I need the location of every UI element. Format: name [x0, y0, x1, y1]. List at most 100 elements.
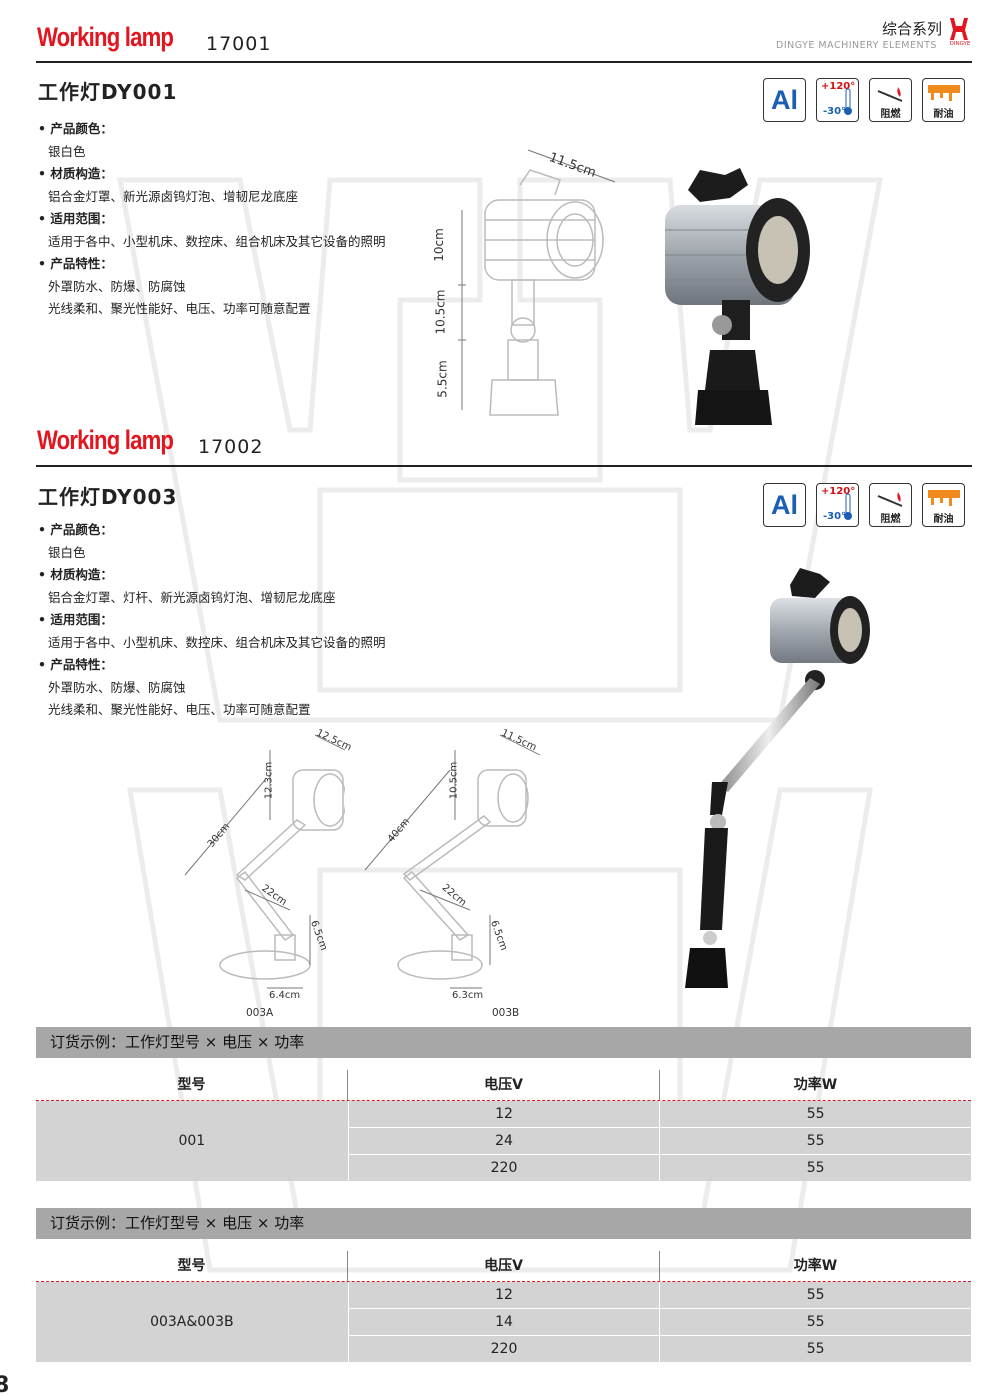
voltage-cell: 220: [347, 1155, 660, 1181]
voltage-cell: 12: [347, 1101, 660, 1127]
feature-badges-2: Al +120° -30° 阻燃 耐油: [763, 483, 965, 527]
temperature-badge: +120° -30°: [816, 78, 859, 122]
voltage-cell: 14: [347, 1309, 660, 1335]
power-cell: 55: [659, 1128, 971, 1154]
header-voltage: 电压V: [347, 1070, 659, 1100]
order-table-1: 型号 电压V 功率W 001 12 55 24 55 220 55: [36, 1070, 971, 1181]
spec-value: 外罩防水、防爆、防腐蚀: [48, 679, 186, 695]
spec-value: 银白色: [48, 544, 86, 560]
temp-high: +120°: [821, 486, 856, 497]
page-number: 8: [0, 1373, 10, 1398]
lamp-outline-icon: [458, 149, 616, 416]
spec-value: 铝合金灯罩、灯杆、新光源卤钨灯泡、增韧尼龙底座: [48, 589, 336, 605]
flame-retardant-badge: 阻燃: [869, 483, 912, 527]
spec-value: 光线柔和、聚光性能好、电压、功率可随意配置: [48, 301, 311, 316]
model-cell: 003A&003B: [150, 1314, 234, 1330]
dingye-logo: DINGYE: [948, 16, 970, 48]
logo-text: DINGYE: [949, 41, 971, 47]
section1-code: 17001: [206, 33, 272, 55]
thermometer-icon: [844, 493, 852, 520]
aluminum-badge-text: Al: [771, 489, 798, 520]
series-label: 综合系列: [882, 20, 943, 38]
table-row: 12 55: [347, 1101, 971, 1127]
product-name-dy003: 工作灯DY003: [38, 485, 178, 509]
aluminum-badge: Al: [763, 483, 806, 527]
flame-icon: [877, 492, 903, 507]
caption-003a: 003A: [246, 1007, 274, 1019]
spec-label: 产品特性：: [38, 253, 386, 276]
voltage-cell: 12: [347, 1282, 660, 1308]
dim-head-height: 10cm: [431, 228, 446, 262]
aluminum-badge: Al: [763, 78, 806, 122]
power-cell: 55: [659, 1336, 971, 1362]
section2-title: Working lamp: [37, 425, 174, 455]
feature-badges-1: Al +120° -30° 阻燃 耐油: [763, 78, 965, 122]
table-row: 14 55: [347, 1308, 971, 1335]
table-body: 001 12 55 24 55 220 55: [36, 1101, 971, 1181]
flame-icon: [877, 87, 903, 102]
section1-rule: [36, 61, 972, 63]
temperature-badge: +120° -30°: [816, 483, 859, 527]
product-name-dy001: 工作灯DY001: [38, 80, 178, 104]
spec-label: 材质构造：: [38, 564, 386, 587]
voltage-cell: 24: [347, 1128, 660, 1154]
spec-value: 银白色: [48, 143, 86, 159]
oil-drip-icon: [928, 85, 960, 101]
table-body: 003A&003B 12 55 14 55 220 55: [36, 1282, 971, 1362]
power-cell: 55: [659, 1309, 971, 1335]
dim-base-height: 5.5cm: [435, 360, 450, 398]
header-power: 功率W: [659, 1070, 971, 1100]
spec-label: 产品颜色：: [38, 118, 386, 141]
order-example-bar-1: 订货示例：工作灯型号 × 电压 × 功率: [36, 1027, 971, 1058]
flame-label: 阻燃: [880, 514, 901, 525]
arm-lamp-outline-icon: [184, 734, 366, 989]
temp-high: +120°: [821, 81, 856, 92]
section1-title: Working lamp: [37, 22, 174, 52]
temp-low: -30°: [823, 511, 847, 522]
dim-003a-head: 12.3cm: [263, 761, 275, 800]
dim-003b-foot: 6.3cm: [452, 990, 484, 1001]
oil-label: 耐油: [933, 514, 954, 525]
dy003-product-photo: [670, 560, 880, 1000]
spec-value: 适用于各中、小型机床、数控床、组合机床及其它设备的照明: [48, 634, 386, 650]
header-power: 功率W: [659, 1251, 971, 1281]
spec-label: 适用范围：: [38, 208, 386, 231]
section2-rule: [36, 465, 972, 467]
table-row: 220 55: [347, 1154, 971, 1181]
caption-003b: 003B: [492, 1007, 520, 1019]
header-model: 型号: [177, 1077, 206, 1093]
dy001-dimension-drawing: 11.5cm 10cm 10.5cm 5.5cm: [430, 140, 650, 420]
dim-003a-foot: 6.4cm: [269, 990, 301, 1001]
dy001-product-photo: [660, 150, 820, 430]
red-dashed-divider: [36, 1100, 971, 1101]
thermometer-icon: [844, 88, 852, 115]
spec-list-dy001: 产品颜色： 银白色 材质构造： 铝合金灯罩、新光源卤钨灯泡、增韧尼龙底座 适用范…: [38, 118, 386, 321]
oil-label: 耐油: [933, 109, 954, 120]
company-name: DINGYE MACHINERY ELEMENTS: [776, 40, 937, 51]
flame-label: 阻燃: [880, 109, 901, 120]
oil-drip-icon: [928, 490, 960, 506]
spec-value: 外罩防水、防爆、防腐蚀: [48, 278, 186, 294]
header-voltage: 电压V: [347, 1251, 659, 1281]
table-header: 型号 电压V 功率W: [36, 1251, 971, 1281]
spec-label: 产品特性：: [38, 654, 386, 677]
voltage-cell: 220: [347, 1336, 660, 1362]
diagram-003a: 12.5cm 12.3cm 30cm 22cm 6.5cm 6.4cm: [175, 728, 366, 1020]
spec-label: 产品颜色：: [38, 519, 386, 542]
power-cell: 55: [659, 1155, 971, 1181]
order-table-2: 型号 电压V 功率W 003A&003B 12 55 14 55 220 55: [36, 1251, 971, 1362]
spec-list-dy003: 产品颜色： 银白色 材质构造： 铝合金灯罩、灯杆、新光源卤钨灯泡、增韧尼龙底座 …: [38, 519, 386, 722]
work-lamp-icon: [665, 168, 810, 425]
red-dashed-divider: [36, 1281, 971, 1282]
dingye-logo-icon: [950, 18, 968, 40]
diagram-003b: 11.5cm 10.5cm 40cm 22cm 6.5cm 6.3cm: [360, 728, 551, 1020]
spec-value: 铝合金灯罩、新光源卤钨灯泡、增韧尼龙底座: [48, 188, 299, 204]
order-example-bar-2: 订货示例：工作灯型号 × 电压 × 功率: [36, 1208, 971, 1239]
dim-003b-head: 10.5cm: [448, 761, 460, 800]
table-row: 220 55: [347, 1335, 971, 1362]
oil-resistant-badge: 耐油: [922, 483, 965, 527]
table-row: 12 55: [347, 1282, 971, 1308]
spec-value: 适用于各中、小型机床、数控床、组合机床及其它设备的照明: [48, 233, 386, 249]
power-cell: 55: [659, 1282, 971, 1308]
spec-label: 适用范围：: [38, 609, 386, 632]
